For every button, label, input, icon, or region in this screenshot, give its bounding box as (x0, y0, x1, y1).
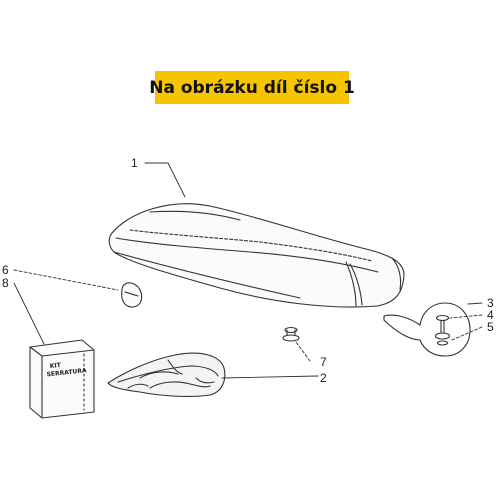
callout-7: 7 (320, 355, 327, 369)
lock-kit-box (29, 339, 95, 419)
callout-1: 1 (131, 156, 138, 170)
seat-lock-part (383, 302, 471, 357)
seat-strap-part (107, 352, 226, 397)
kit-label-line2: SERRATURA (46, 367, 87, 378)
callout-3: 3 (487, 296, 494, 310)
callout-5: 5 (487, 320, 494, 334)
kit-label-line1: KIT (49, 362, 62, 370)
banner-text: Na obrázku díl číslo 1 (149, 77, 355, 98)
bolt-part (282, 326, 300, 342)
callout-8: 8 (2, 276, 9, 290)
callout-4: 4 (487, 308, 494, 322)
callout-6: 6 (2, 263, 9, 277)
part-number-banner: Na obrázku díl číslo 1 (149, 71, 355, 104)
rubber-buffer-part (121, 282, 143, 308)
seat-part (108, 203, 405, 308)
callout-2: 2 (320, 371, 327, 385)
